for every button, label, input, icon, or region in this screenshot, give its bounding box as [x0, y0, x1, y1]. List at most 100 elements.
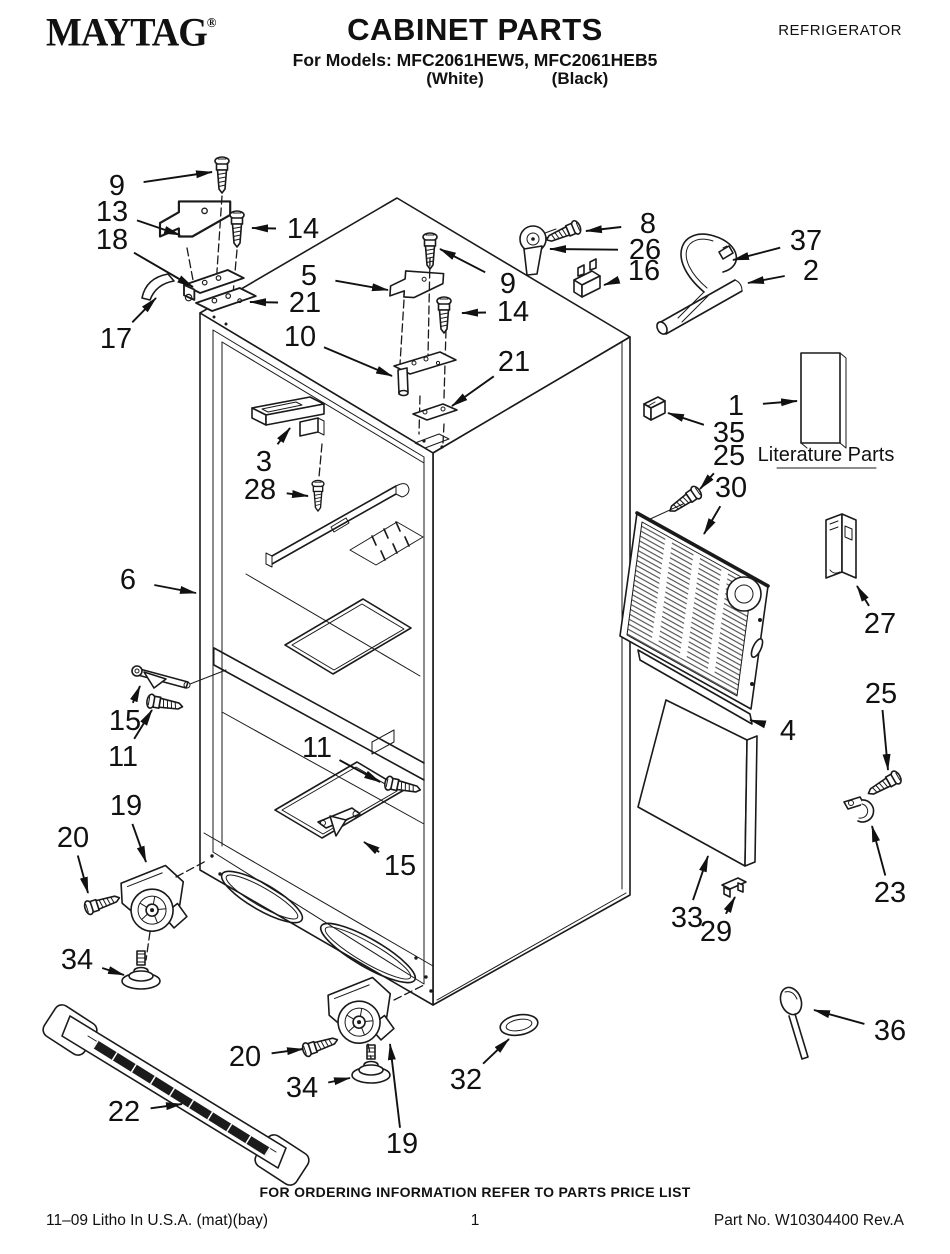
- callout-20: 20: [57, 822, 89, 894]
- part-number: Part No. W10304400 Rev.A: [713, 1212, 904, 1229]
- callout-3: 3: [256, 427, 291, 478]
- svg-text:33: 33: [671, 902, 703, 934]
- water-tube-2: [656, 233, 743, 335]
- svg-text:11: 11: [302, 732, 332, 764]
- callout-34: 34: [286, 1072, 351, 1104]
- appliance-category: REFRIGERATOR: [778, 22, 902, 39]
- svg-text:10: 10: [284, 321, 316, 353]
- leveling-foot-34a: [121, 950, 161, 990]
- svg-text:16: 16: [628, 255, 660, 287]
- svg-text:5: 5: [301, 260, 317, 292]
- leader-25a: [647, 503, 684, 521]
- floor-bracket: [317, 807, 361, 837]
- callout-30: 30: [703, 472, 747, 535]
- grommet-ring-32: [499, 1013, 539, 1037]
- callout-21: 21: [451, 346, 530, 407]
- shim-plate-21b: [412, 403, 458, 421]
- air-vent-grid: [349, 521, 424, 566]
- svg-text:23: 23: [874, 877, 906, 909]
- gasket-strip-17: [141, 273, 175, 301]
- callout-32: 32: [450, 1038, 510, 1096]
- screw-20b: [300, 1032, 341, 1059]
- condenser-grille-30: [619, 511, 770, 710]
- callout-27: 27: [856, 585, 896, 640]
- registered-mark: ®: [206, 14, 217, 30]
- cabinet-shell: [199, 197, 631, 1006]
- bottom-rail: [203, 832, 434, 993]
- svg-text:2: 2: [803, 255, 819, 287]
- svg-text:3: 3: [256, 446, 272, 478]
- callout-14: 14: [461, 296, 529, 328]
- ordering-note: FOR ORDERING INFORMATION REFER TO PARTS …: [259, 1184, 691, 1200]
- svg-text:1: 1: [728, 390, 744, 422]
- center-divider: [213, 647, 425, 781]
- color-variant-black: (Black): [551, 69, 609, 88]
- access-panel-33: [637, 699, 758, 867]
- litho-info: 11–09 Litho In U.S.A. (mat)(bay): [46, 1212, 268, 1229]
- screw-25b: [864, 768, 904, 801]
- svg-text:21: 21: [498, 346, 530, 378]
- callout-37: 37: [732, 225, 822, 261]
- svg-text:25: 25: [713, 440, 745, 472]
- models-line: For Models: MFC2061HEW5, MFC2061HEB5: [292, 49, 658, 70]
- top-left-hinge-cluster: [141, 156, 257, 312]
- svg-text:13: 13: [96, 196, 128, 228]
- brand-logo: MAYTAG®: [46, 10, 217, 56]
- leveling-foot-34b: [351, 1044, 391, 1084]
- svg-text:15: 15: [109, 705, 141, 737]
- callout-19: 19: [386, 1043, 418, 1160]
- callout-5: 5: [301, 260, 389, 292]
- callout-11: 11: [302, 732, 381, 783]
- svg-text:32: 32: [450, 1064, 482, 1096]
- brand-text: MAYTAG: [46, 11, 208, 56]
- svg-text:18: 18: [96, 224, 128, 256]
- callout-11: 11: [108, 709, 153, 773]
- callout-4: 4: [749, 715, 796, 747]
- hinge-plate-18: [183, 269, 245, 302]
- svg-text:6: 6: [120, 564, 136, 596]
- literature-label: Literature Parts: [758, 444, 895, 466]
- callout-21: 21: [249, 287, 321, 319]
- callout-1: 1: [728, 390, 798, 422]
- callout-14: 14: [251, 213, 319, 245]
- svg-text:20: 20: [229, 1041, 261, 1073]
- color-variant-white: (White): [426, 69, 484, 88]
- svg-text:27: 27: [864, 608, 896, 640]
- caster-19a: [117, 863, 189, 935]
- svg-text:28: 28: [244, 474, 276, 506]
- callout-34: 34: [61, 944, 125, 976]
- screw-20a: [82, 890, 123, 917]
- svg-text:9: 9: [109, 170, 125, 202]
- clip-29: [721, 877, 747, 898]
- screw-8: [543, 218, 584, 248]
- svg-text:14: 14: [287, 213, 319, 245]
- callout-36: 36: [813, 1009, 906, 1047]
- svg-text:36: 36: [874, 1015, 906, 1047]
- svg-text:20: 20: [57, 822, 89, 854]
- svg-text:25: 25: [865, 678, 897, 710]
- clip-16: [573, 258, 601, 298]
- assembly-dash-28: [318, 443, 323, 478]
- support-bracket-15a: [131, 665, 227, 689]
- svg-text:19: 19: [386, 1128, 418, 1160]
- callout-25: 25: [865, 678, 897, 771]
- svg-text:15: 15: [384, 850, 416, 882]
- callout-18: 18: [96, 224, 194, 288]
- svg-text:22: 22: [108, 1096, 140, 1128]
- literature-book: [800, 352, 847, 449]
- svg-text:21: 21: [289, 287, 321, 319]
- svg-text:35: 35: [713, 417, 745, 449]
- svg-text:26: 26: [629, 234, 661, 266]
- callout-10: 10: [284, 321, 393, 377]
- svg-text:34: 34: [286, 1072, 318, 1104]
- callout-15: 15: [363, 841, 416, 882]
- tube-clamp-23: [843, 796, 875, 823]
- callout-28: 28: [244, 474, 309, 506]
- callout-33: 33: [671, 855, 709, 934]
- base-grille-22: [42, 1004, 310, 1186]
- callout-13: 13: [96, 196, 181, 236]
- liner-rail: [265, 483, 410, 568]
- top-center-hinge-cluster: [389, 232, 458, 449]
